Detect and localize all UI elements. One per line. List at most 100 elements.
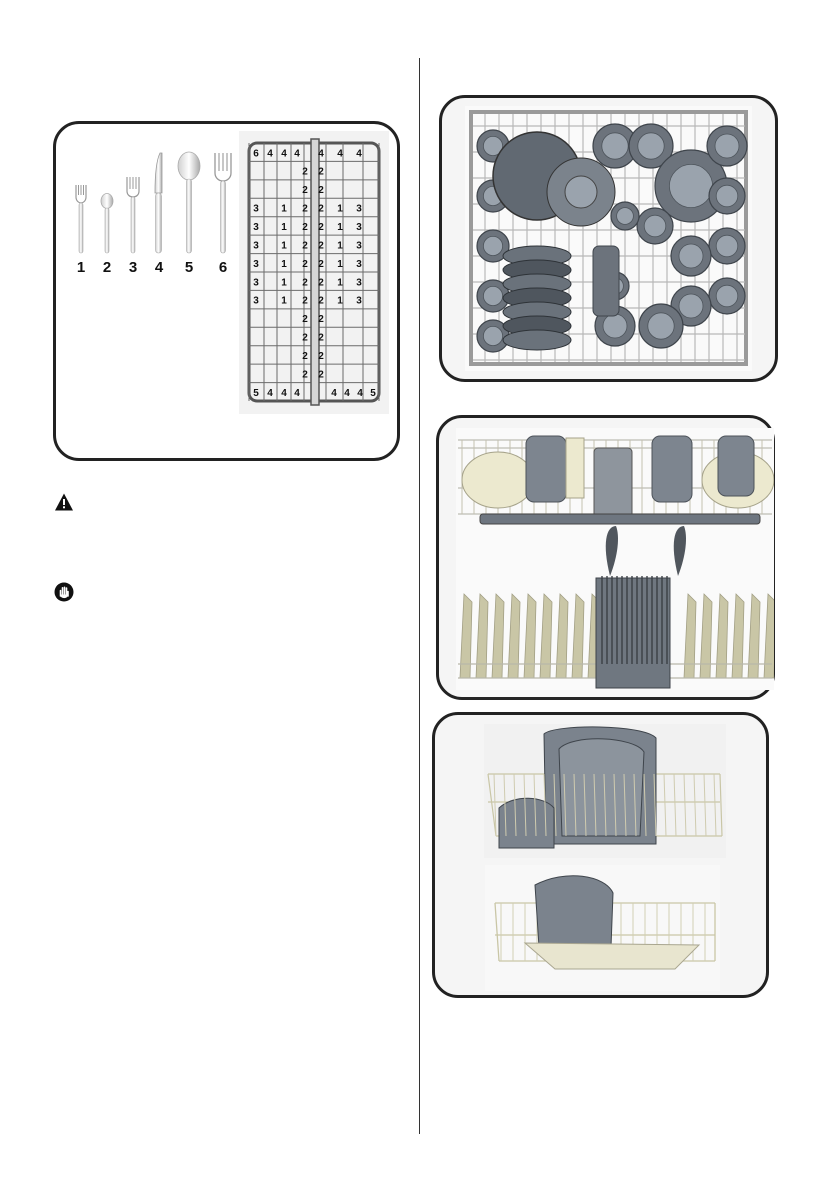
basket-slot-label: 2: [318, 277, 324, 288]
basket-slot-label: 3: [356, 240, 362, 251]
dish-shape: [483, 326, 502, 345]
basket-slot-label: 3: [253, 277, 259, 288]
basket-slot-label: 3: [356, 204, 362, 215]
basket-slot-label: 2: [318, 204, 324, 215]
plates-in-rack-illustration: [484, 724, 726, 858]
basket-slot-label: 2: [318, 351, 324, 362]
basket-slot-label: 4: [356, 148, 362, 159]
basket-slot-label: 5: [370, 388, 376, 399]
folding-tines-lower-image: [485, 865, 720, 991]
basket-slot-label: 4: [281, 388, 287, 399]
basket-slot-label: 1: [281, 222, 287, 233]
basket-slot-label: 6: [253, 148, 259, 159]
basket-slot-label: 2: [302, 185, 308, 196]
basket-slot-label: 1: [281, 296, 287, 307]
basket-slot-label: 4: [267, 388, 273, 399]
basket-slot-label: 1: [337, 222, 343, 233]
spray-arm-image: [456, 428, 774, 690]
cutlery-item-2: 2: [94, 193, 120, 276]
basket-slot-label: 2: [302, 204, 308, 215]
basket-slot-label: 2: [318, 167, 324, 178]
cutlery-item-1: 1: [68, 183, 94, 276]
basket-slot-label: 2: [302, 240, 308, 251]
dish-shape: [602, 133, 628, 159]
spray-arm-clearance-illustration: [436, 415, 775, 700]
basket-slot-label: 3: [253, 204, 259, 215]
basket-slot-label: 1: [337, 296, 343, 307]
basket-slot-label: 3: [356, 296, 362, 307]
dish-shape: [716, 235, 738, 257]
dish-shape: [638, 133, 664, 159]
rack-side-view-illustration: [456, 428, 774, 690]
dish-shape: [679, 294, 703, 318]
teaspoon-icon: [99, 193, 115, 255]
dessert-fork-icon: [73, 183, 89, 255]
basket-slot-label: 1: [337, 259, 343, 270]
dish-shape: [644, 215, 666, 237]
basket-slot-label: 4: [318, 148, 324, 159]
folding-tines-upper-image: [484, 724, 726, 858]
dish-shape: [715, 134, 739, 158]
dish-shape: [679, 244, 703, 268]
plate-shape: [503, 330, 571, 350]
basket-slot-label: 3: [356, 277, 362, 288]
basket-slot-label: 2: [302, 351, 308, 362]
basket-slot-label: 1: [281, 259, 287, 270]
dish-shape: [483, 286, 502, 305]
warning-triangle-icon: [54, 492, 74, 512]
basket-slot-label: 2: [302, 314, 308, 325]
basket-slot-label: 3: [253, 240, 259, 251]
basket-slot-label: 2: [302, 296, 308, 307]
basket-slot-label: 2: [302, 259, 308, 270]
basket-slot-label: 2: [302, 222, 308, 233]
dish-shape: [648, 313, 674, 339]
basket-slot-label: 4: [267, 148, 273, 159]
glass-shape: [593, 246, 619, 316]
column-divider: [419, 58, 420, 1134]
basket-slot-label: 1: [337, 277, 343, 288]
cutlery-item-5: 5: [176, 151, 202, 276]
basket-slot-label: 2: [302, 333, 308, 344]
dish-shape: [716, 285, 738, 307]
basket-slot-label: 3: [253, 222, 259, 233]
basket-slot-label: 2: [318, 314, 324, 325]
cutlery-number: 4: [146, 259, 172, 276]
basket-slot-label: 2: [318, 369, 324, 380]
basket-slot-label: 4: [337, 148, 343, 159]
basket-slot-label: 2: [318, 185, 324, 196]
basket-slot-label: 3: [356, 259, 362, 270]
basket-slot-label: 2: [302, 369, 308, 380]
basket-slot-label: 4: [294, 388, 300, 399]
basket-slot-label: 4: [344, 388, 350, 399]
dish-shape: [483, 236, 502, 255]
cutlery-basket-panel: 1 2 3 4: [53, 121, 400, 461]
cutlery-number: 5: [176, 259, 202, 276]
dish-shape: [716, 185, 738, 207]
dish-shape: [669, 164, 712, 207]
stop-hand-icon: [54, 582, 74, 602]
cutlery-number: 2: [94, 259, 120, 276]
bowl-shape: [565, 176, 597, 208]
basket-slot-label: 2: [318, 259, 324, 270]
knife-icon: [151, 151, 167, 255]
cutlery-item-3: 3: [120, 175, 146, 276]
basket-slot-label: 1: [281, 277, 287, 288]
cutlery-number: 1: [68, 259, 94, 276]
basket-slot-label: 4: [281, 148, 287, 159]
cutlery-number: 6: [210, 259, 236, 276]
fork-icon: [124, 175, 142, 255]
tablespoon-icon: [176, 151, 202, 255]
rack-top-view-illustration: [465, 106, 752, 371]
basket-slot-label: 3: [253, 296, 259, 307]
basket-slot-label: 3: [253, 259, 259, 270]
cutlery-item-4: 4: [146, 151, 172, 276]
cutlery-number: 3: [120, 259, 146, 276]
upper-rack-loading-illustration: [439, 95, 778, 382]
basket-slot-label: 4: [357, 388, 363, 399]
folded-tines-rack-illustration: [485, 865, 720, 991]
dish-shape: [617, 208, 634, 225]
cutlery-type-list: 1 2 3 4: [66, 146, 236, 276]
basket-slot-label: 2: [302, 277, 308, 288]
